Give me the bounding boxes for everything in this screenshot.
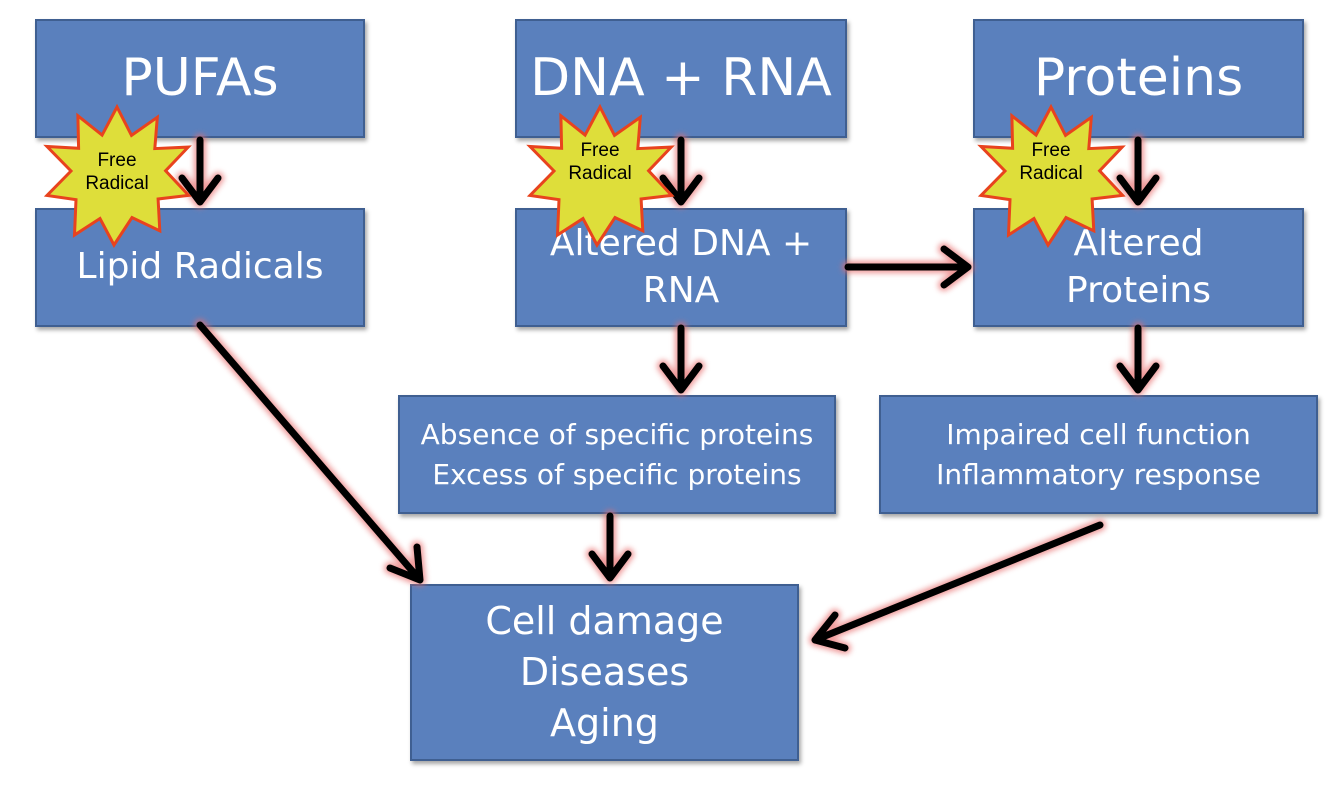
free-radical-label-pufas: Free Radical xyxy=(57,150,177,196)
altered-dna-line-2: RNA xyxy=(642,269,720,311)
pufas-label: PUFAs xyxy=(121,47,279,108)
cell-effects-line-1: Impaired cell function xyxy=(946,417,1251,451)
free-radical-line-2: Radical xyxy=(85,172,149,194)
outcome-cell-damage: Cell damage xyxy=(485,598,724,643)
free-radical-line-1: Free xyxy=(1031,140,1071,161)
arrow-altered-dna-to-protein-levels xyxy=(657,322,705,396)
free-radical-burst-dna xyxy=(526,103,675,248)
protein-levels-line-2: Excess of specific proteins xyxy=(432,457,802,491)
free-radical-line-1: Free xyxy=(97,150,137,171)
arrow-proteins-to-altered-proteins xyxy=(1114,134,1162,208)
cell-effects-box: Impaired cell function Inflammatory resp… xyxy=(879,395,1318,514)
free-radical-line-2: Radical xyxy=(1019,162,1083,184)
free-radical-label-proteins: Free Radical xyxy=(991,140,1111,186)
arrow-lipid-to-outcomes xyxy=(194,319,426,586)
lipid-radicals-box: Lipid Radicals xyxy=(35,208,365,327)
outcome-diseases: Diseases xyxy=(519,649,690,694)
arrow-altered-proteins-to-cell-effects xyxy=(1114,322,1162,396)
arrow-pufas-to-lipid xyxy=(176,134,224,208)
arrow-protein-levels-to-outcomes xyxy=(586,510,634,584)
pufas-box: PUFAs xyxy=(35,19,365,138)
free-radical-burst-pufas xyxy=(43,103,192,248)
protein-levels-line-1: Absence of specific proteins xyxy=(420,417,814,451)
arrow-dna-to-altered-dna xyxy=(657,134,705,208)
free-radical-label-dna: Free Radical xyxy=(540,140,660,186)
proteins-label: Proteins xyxy=(1033,47,1244,108)
outcomes-box: Cell damage Diseases Aging xyxy=(410,584,799,761)
dna-rna-label: DNA + RNA xyxy=(530,47,832,108)
proteins-box: Proteins xyxy=(973,19,1304,138)
lipid-radicals-label: Lipid Radicals xyxy=(76,246,324,288)
altered-proteins-box: Altered Proteins xyxy=(973,208,1304,327)
arrow-cell-effects-to-outcomes xyxy=(809,519,1106,654)
outcome-aging: Aging xyxy=(550,701,659,746)
free-radical-line-2: Radical xyxy=(568,162,632,184)
protein-levels-box: Absence of specific proteins Excess of s… xyxy=(398,395,836,514)
free-radical-burst-proteins xyxy=(977,103,1126,248)
altered-proteins-line-2: Proteins xyxy=(1066,269,1211,311)
arrow-altered-dna-to-altered-proteins xyxy=(842,243,974,291)
cell-effects-line-2: Inflammatory response xyxy=(936,457,1261,491)
free-radical-line-1: Free xyxy=(580,140,620,161)
